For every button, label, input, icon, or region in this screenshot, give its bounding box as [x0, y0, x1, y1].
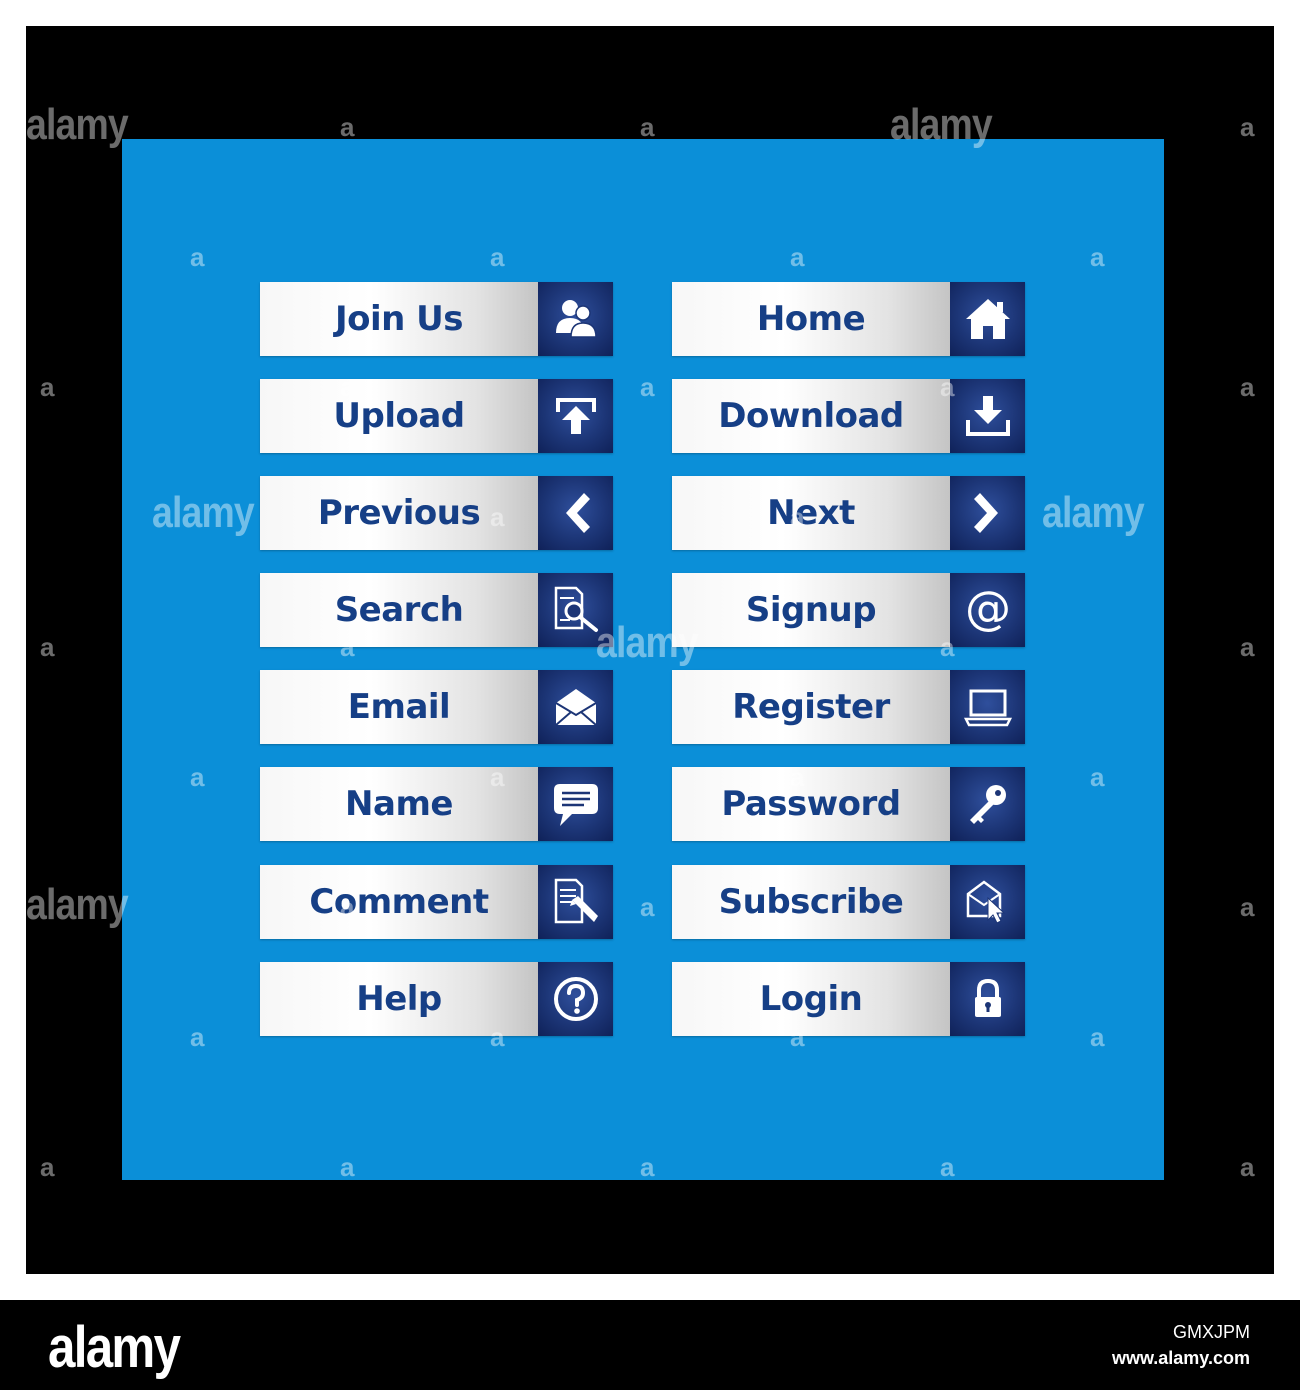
footer-url[interactable]: www.alamy.com: [1111, 1348, 1250, 1368]
download-button[interactable]: Download: [672, 379, 1025, 453]
search-button[interactable]: Search: [260, 573, 613, 647]
name-label: Name: [345, 784, 453, 824]
upload-label: Upload: [333, 396, 465, 436]
name-button[interactable]: Name: [260, 767, 613, 841]
previous-label: Previous: [317, 493, 481, 533]
chat-bubble-icon: [553, 784, 598, 826]
login-button[interactable]: Login: [672, 962, 1025, 1036]
document-search-icon: [554, 586, 598, 632]
next-button[interactable]: Next: [672, 476, 1025, 550]
comment-button[interactable]: Comment: [260, 865, 613, 939]
users-icon: [555, 300, 597, 338]
home-label: Home: [756, 299, 866, 339]
download-label: Download: [718, 396, 904, 436]
home-icon: [965, 299, 1010, 339]
padlock-icon: [974, 978, 1001, 1017]
register-button[interactable]: Register: [672, 670, 1025, 744]
register-label: Register: [732, 687, 890, 727]
image-id: GMXJPM: [1172, 1322, 1250, 1342]
download-icon: [965, 396, 1010, 436]
footer-bar: alamy GMXJPM www.alamy.com: [0, 1300, 1300, 1390]
signup-label: Signup: [745, 590, 877, 630]
chevron-right-icon: [973, 493, 998, 533]
upload-icon: [555, 398, 596, 434]
home-button[interactable]: Home: [672, 282, 1025, 356]
email-label: Email: [347, 687, 451, 727]
question-circle-icon: [553, 977, 598, 1021]
open-envelope-icon: [554, 689, 597, 726]
next-label: Next: [767, 493, 855, 533]
upload-button[interactable]: Upload: [260, 379, 613, 453]
password-label: Password: [721, 784, 901, 824]
help-label: Help: [356, 979, 442, 1019]
previous-button[interactable]: Previous: [260, 476, 613, 550]
at-sign-icon: @: [965, 584, 1011, 635]
email-button[interactable]: Email: [260, 670, 613, 744]
subscribe-button[interactable]: Subscribe: [672, 865, 1025, 939]
join-us-label: Join Us: [334, 299, 464, 339]
subscribe-label: Subscribe: [718, 882, 904, 922]
comment-label: Comment: [309, 882, 489, 922]
chevron-left-icon: [565, 493, 590, 533]
key-icon: [969, 785, 1006, 824]
signup-button[interactable]: Signup @: [672, 573, 1025, 647]
laptop-icon: [963, 689, 1012, 727]
document-pencil-icon: [554, 878, 598, 924]
search-label: Search: [334, 590, 464, 630]
password-button[interactable]: Password: [672, 767, 1025, 841]
mail-cursor-icon: [966, 880, 1005, 924]
help-button[interactable]: Help: [260, 962, 613, 1036]
alamy-logo: alamy: [48, 1315, 181, 1380]
login-label: Login: [759, 979, 863, 1019]
svg-text:@: @: [965, 584, 1011, 635]
join-us-button[interactable]: Join Us: [260, 282, 613, 356]
